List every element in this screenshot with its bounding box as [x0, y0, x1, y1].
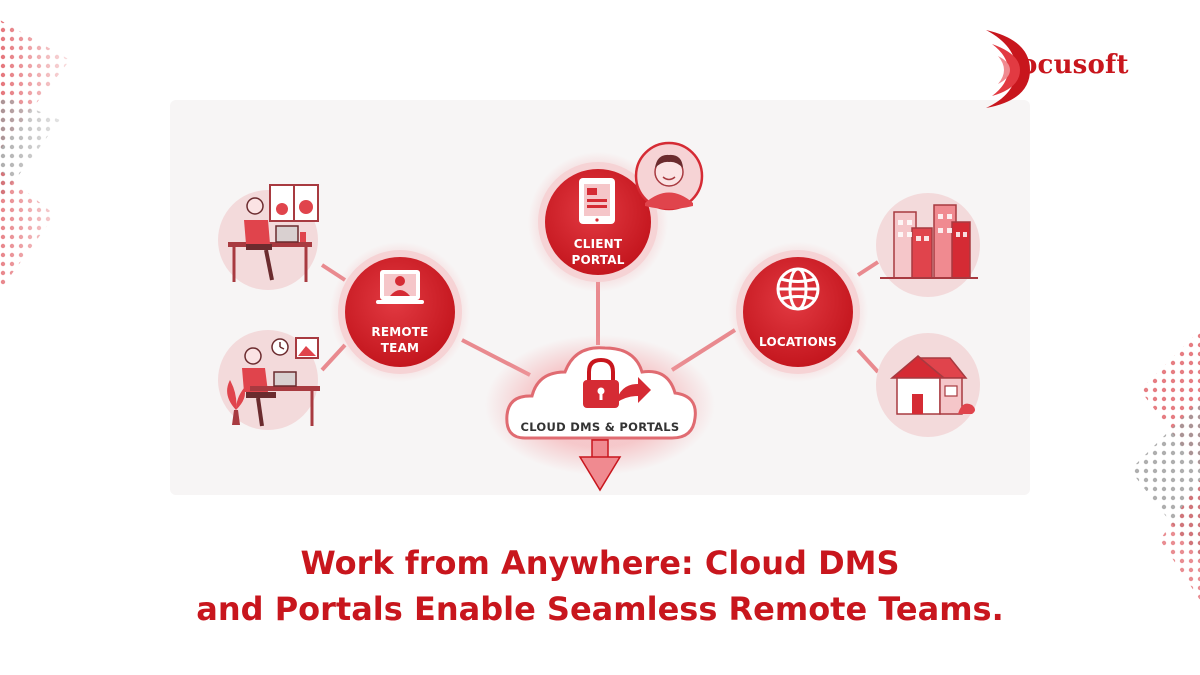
tablet-icon [579, 178, 615, 224]
locations-label: LOCATIONS [759, 335, 837, 349]
remote-team-label-line2: TEAM [380, 341, 420, 356]
cloud-dms-label: CLOUD DMS & PORTALS [520, 420, 680, 434]
office-worker-icon [218, 184, 319, 290]
halftone-decoration-right [1130, 330, 1200, 600]
client-portal-label-line1: CLIENT [573, 237, 623, 251]
download-arrow-icon [578, 439, 622, 492]
client-portal-label: CLIENT PORTAL [558, 236, 638, 268]
client-portal-label-line2: PORTAL [571, 253, 625, 268]
docusoft-logo-text: ocusoft [1020, 50, 1129, 80]
share-arrow-icon [616, 377, 651, 403]
client-portal-node [528, 152, 668, 292]
locations-node [728, 242, 868, 382]
remote-team-label: REMOTE TEAM [356, 324, 444, 356]
halftone-decoration-left [0, 0, 90, 300]
cloud-dms-node [485, 335, 715, 492]
lock-icon [583, 357, 619, 408]
remote-team-label-line1: REMOTE [371, 325, 429, 339]
headline: Work from Anywhere: Cloud DMS and Portal… [0, 540, 1200, 632]
laptop-user-icon [376, 270, 424, 304]
headline-line2: and Portals Enable Seamless Remote Teams… [196, 590, 1004, 628]
buildings-icon [876, 193, 980, 297]
docusoft-logo-mark [986, 30, 1030, 108]
home-worker-icon [218, 330, 320, 430]
globe-icon [776, 267, 820, 311]
house-icon [876, 333, 980, 437]
remote-team-node [330, 242, 470, 382]
person-avatar-icon [634, 141, 704, 211]
headline-line1: Work from Anywhere: Cloud DMS [300, 544, 900, 582]
